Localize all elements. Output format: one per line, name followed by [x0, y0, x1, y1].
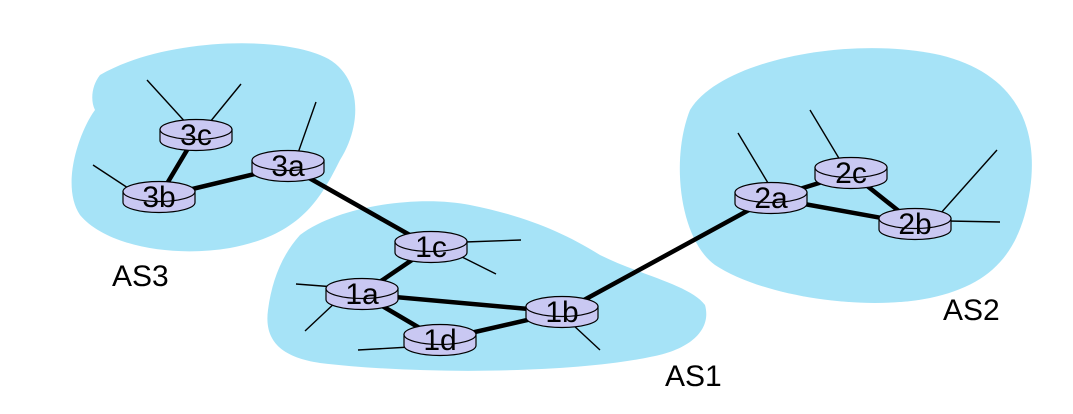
router-2c: 2c: [814, 156, 888, 190]
router-label-1c: 1c: [415, 231, 447, 264]
router-1a: 1a: [325, 277, 399, 311]
stub-link: [92, 164, 129, 189]
router-top: [159, 118, 233, 141]
router-top: [525, 295, 599, 318]
router-2b: 2b: [878, 207, 952, 241]
router-3a: 3a: [251, 149, 325, 183]
stub-link: [357, 346, 411, 351]
router-top: [878, 207, 952, 230]
stub-link: [297, 101, 317, 154]
router-1d: 1d: [403, 323, 477, 357]
stub-link: [571, 323, 601, 351]
stub-links: [92, 79, 1001, 351]
stub-link: [737, 132, 769, 184]
router-top: [814, 156, 888, 179]
router-top: [325, 277, 399, 300]
router-top: [122, 180, 196, 203]
stub-link: [947, 220, 1001, 223]
stub-link: [939, 149, 998, 215]
stub-link: [464, 239, 522, 243]
link-1b-2a: [559, 195, 774, 315]
stub-link: [809, 109, 841, 161]
router-top: [734, 181, 808, 204]
router-top: [394, 230, 468, 253]
router-3b: 3b: [122, 180, 196, 214]
router-top: [403, 323, 477, 346]
router-1b: 1b: [525, 295, 599, 329]
router-2a: 2a: [734, 181, 808, 215]
router-label-2b: 2b: [898, 208, 931, 241]
router-1c: 1c: [394, 230, 468, 264]
router-label-3b: 3b: [142, 181, 175, 214]
router-label-2a: 2a: [754, 182, 788, 215]
stub-link: [146, 79, 189, 126]
router-label-1b: 1b: [545, 296, 578, 329]
as1-label: AS1: [665, 360, 722, 393]
stub-link: [209, 83, 242, 123]
stub-link: [459, 255, 497, 275]
router-label-3a: 3a: [271, 150, 305, 183]
as1-region: [267, 201, 707, 371]
router-label-1d: 1d: [423, 324, 456, 357]
router-label-2c: 2c: [835, 157, 867, 190]
as2-label: AS2: [943, 294, 1000, 327]
router-label-3c: 3c: [180, 119, 212, 152]
router-3c: 3c: [159, 118, 233, 152]
as3-label: AS3: [112, 260, 169, 293]
router-label-1a: 1a: [345, 278, 379, 311]
router-top: [251, 149, 325, 172]
